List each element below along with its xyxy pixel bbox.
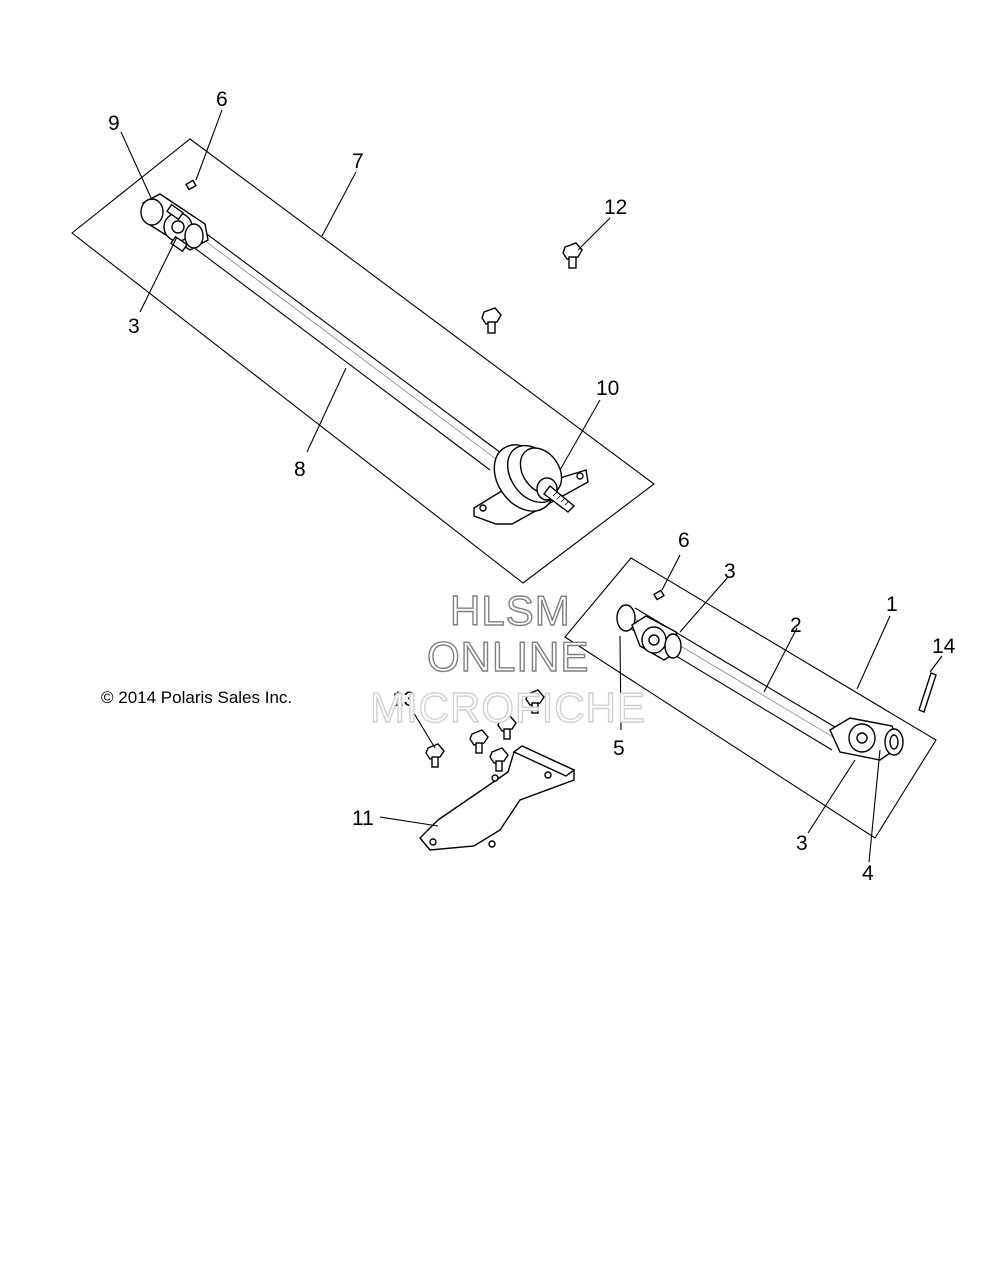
copyright-text: © 2014 Polaris Sales Inc. — [101, 688, 292, 707]
callout-12: 12 — [604, 196, 627, 219]
callout-4: 4 — [862, 862, 874, 885]
callout-1: 1 — [886, 593, 898, 616]
center-bearing — [473, 444, 589, 525]
front-shaft-assembly-box — [564, 557, 937, 839]
leader-lines — [120, 109, 943, 863]
watermark-line-2: ONLINE — [427, 633, 589, 680]
roll-pin — [918, 672, 937, 713]
callout-10: 10 — [596, 377, 619, 400]
rear-shaft-assembly-box — [71, 138, 655, 584]
callout-5: 5 — [613, 737, 625, 760]
bolt-lower-1 — [425, 743, 445, 768]
callout-14: 14 — [932, 635, 956, 658]
rear-prop-shaft — [140, 193, 506, 471]
bolt-lower-3 — [497, 715, 517, 740]
callout-labels: 9 6 7 3 12 10 8 6 3 1 2 14 5 13 11 3 4 — [108, 88, 956, 885]
mounting-bracket — [419, 745, 576, 851]
watermark: HLSM ONLINE MICROFICHE — [369, 586, 646, 731]
watermark-line-3: MICROFICHE — [370, 684, 646, 731]
callout-7: 7 — [352, 150, 364, 173]
bolt-lower-2 — [469, 729, 489, 754]
callout-3-upper: 3 — [128, 315, 140, 338]
callout-2: 2 — [790, 614, 802, 637]
callout-3-middle: 3 — [724, 560, 736, 583]
grease-fitting-upper — [185, 179, 197, 191]
callout-6-lower: 6 — [678, 529, 690, 552]
callout-13: 13 — [392, 688, 415, 711]
callout-6-upper: 6 — [216, 88, 228, 111]
bolt-upper-right — [562, 242, 583, 269]
callout-8: 8 — [294, 458, 306, 481]
watermark-line-1: HLSM — [450, 587, 571, 634]
bolt-lower-4 — [489, 747, 509, 772]
front-prop-shaft — [616, 604, 904, 761]
callout-3-lower: 3 — [796, 832, 808, 855]
callout-11: 11 — [352, 807, 374, 830]
grease-fitting-lower — [653, 589, 665, 601]
bolt-lower-5 — [525, 689, 545, 714]
bolt-upper-middle — [481, 307, 502, 334]
callout-9: 9 — [108, 112, 120, 135]
